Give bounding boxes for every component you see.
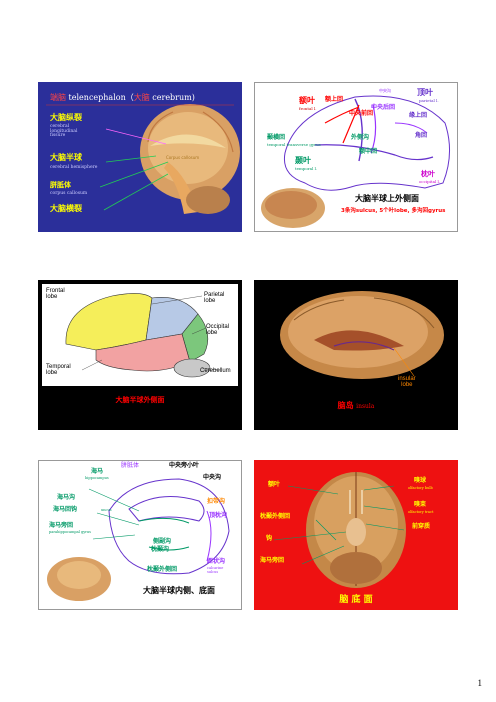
label-central-sulcus: 中央沟 bbox=[379, 88, 391, 93]
label-paracentral-lobule: 中央旁小叶 bbox=[169, 462, 200, 469]
label-lateral-occipitotemporal-gyrus: 枕颞外侧回 bbox=[147, 566, 178, 573]
lobe-map bbox=[65, 293, 221, 378]
label-temporal-lobe: 颞叶 bbox=[295, 156, 311, 165]
label-longitudinal-fissure-en: cerebral longitudinal fissure bbox=[50, 124, 78, 139]
brain-sagittal-illustration bbox=[46, 104, 240, 214]
label-cerebellum: Cerebellum bbox=[200, 368, 231, 374]
label-angular-gyrus: 角回 bbox=[415, 132, 428, 139]
slide3-caption: 大脑半球外侧面 bbox=[115, 396, 165, 404]
label-postcentral-gyrus: 中央后回 bbox=[371, 104, 396, 111]
label-parietal-lobe: 顶叶 bbox=[417, 88, 433, 97]
brain-inline-label: Corpus callosum bbox=[166, 155, 200, 160]
label-transverse-temporal-gyrus-en: temporal transverse gyrus bbox=[267, 142, 321, 147]
label-hippocampus: 海马 bbox=[91, 468, 104, 475]
label-parahippocampal-gyrus: 海马旁回 bbox=[49, 522, 74, 529]
label-parietal-lobe-en: parietal l. bbox=[419, 98, 439, 103]
slide1-title: 端脑 telencephalon（大脑 cerebrum) bbox=[50, 93, 195, 102]
caption-insula-en: insula bbox=[356, 403, 375, 410]
label-parietal-lobe-en: Parietal lobe bbox=[204, 292, 225, 305]
title-en-telencephalon: telencephalon（ bbox=[68, 93, 134, 102]
label-hippocampal-sulcus: 海马沟 bbox=[57, 494, 76, 501]
slide-telencephalon: 端脑 telencephalon（大脑 cerebrum) 大脑纵裂 cereb… bbox=[38, 82, 242, 232]
label-cingulate-sulcus: 扣带沟 bbox=[207, 498, 226, 505]
label-frontal-lobe: 额叶 bbox=[299, 96, 315, 105]
slide6-caption: 脑 底 面 bbox=[339, 595, 373, 605]
label-corpus-callosum: 胼胝体 bbox=[50, 181, 71, 189]
slide-insula: insular lobe 脑岛 insula bbox=[254, 280, 458, 430]
label-corpus-callosum-en: corpus callosum bbox=[50, 191, 88, 196]
label-corpus-callosum: 胼胝体 bbox=[121, 462, 140, 469]
slide-lateral-lobes: Frontal lobe Parietal lobe Occipital lob… bbox=[38, 280, 242, 430]
title-en-cerebrum: cerebrum) bbox=[152, 93, 195, 102]
label-insular-lobe: insular lobe bbox=[398, 376, 416, 389]
label-transverse-fissure: 大脑横裂 bbox=[50, 204, 82, 213]
label-central-sulcus: 中央沟 bbox=[203, 474, 222, 481]
label-olfactory-bulb: 嗅球 bbox=[414, 477, 427, 484]
label-lateral-sulcus: 外侧沟 bbox=[351, 134, 370, 141]
label-occipital-lobe: 枕叶 bbox=[421, 170, 435, 178]
label-occipital-lobe-en: Occipital lobe bbox=[206, 324, 230, 337]
label-frontal-lobe-en: Frontal lobe bbox=[46, 288, 65, 301]
label-temporal-lobe-en: temporal l. bbox=[295, 166, 318, 171]
label-calcarine-sulcus: 距状沟 bbox=[207, 558, 226, 565]
label-frontal-lobe: 额叶 bbox=[268, 481, 281, 488]
label-uncus: 钩 bbox=[266, 535, 273, 542]
label-olfactory-bulb-en: olfactory bulb bbox=[408, 486, 433, 490]
label-transverse-temporal-gyrus: 颞横回 bbox=[267, 134, 286, 141]
slide-medial-surface: 海马 hippocampus 胼胝体 中央旁小叶 中央沟 扣带沟 顶枕沟 海马沟… bbox=[38, 460, 242, 610]
label-supramarginal-gyrus: 缘上回 bbox=[409, 112, 428, 119]
label-cerebral-hemisphere: 大脑半球 bbox=[50, 153, 82, 162]
title-cn-telencephalon: 端脑 bbox=[50, 93, 66, 102]
slide2-subcaption: 3条沟sulcus, 5个叶lobe, 多沟回gyrus bbox=[341, 208, 446, 214]
label-precentral-gyrus: 中央前回 bbox=[349, 110, 374, 117]
label-temporal-lobe-en: Temporal lobe bbox=[46, 364, 71, 377]
label-olfactory-tract: 嗅束 bbox=[414, 501, 427, 508]
slide-base-of-brain: 额叶 嗅球 olfactory bulb 嗅束 olfactory tract … bbox=[254, 460, 458, 610]
label-parahippocampal-gyrus-en: parahippocampal gyrus bbox=[49, 530, 91, 534]
slide4-caption: 脑岛 insula bbox=[254, 401, 458, 410]
label-olfactory-tract-en: olfactory tract bbox=[408, 510, 434, 514]
medial-surface-diagram bbox=[47, 478, 230, 601]
lateral-surface-diagram bbox=[261, 95, 450, 228]
slide2-caption: 大脑半球上外侧面 bbox=[355, 194, 419, 203]
label-parieto-occipital-sulcus: 顶枕沟 bbox=[209, 512, 228, 519]
label-dentate-gyrus: 海马回钩 bbox=[53, 506, 78, 513]
label-occipitotemporal-sulcus: 枕颞沟 bbox=[151, 546, 170, 553]
label-parahippocampal-gyrus: 海马旁回 bbox=[260, 557, 285, 564]
base-of-brain-illustration bbox=[273, 472, 406, 588]
title-cn-cerebrum: 大脑 bbox=[133, 93, 150, 102]
label-lateral-occipitotemporal-gyrus: 枕颞外侧回 bbox=[260, 513, 291, 520]
label-longitudinal-fissure: 大脑纵裂 bbox=[50, 113, 82, 122]
label-occipital-lobe-en: occipital l. bbox=[419, 179, 441, 184]
page-number: 1 bbox=[477, 678, 483, 688]
label-calcarine-sulcus-en: calcarine sulcus bbox=[207, 566, 224, 574]
label-middle-frontal-gyrus: 额中回 bbox=[359, 148, 378, 155]
label-superior-frontal-gyrus: 额上回 bbox=[325, 96, 344, 103]
slide-lateral-surface: 额叶 frontal l. 额上回 中央前回 中央后回 顶叶 parietal … bbox=[254, 82, 458, 232]
caption-insula-cn: 脑岛 bbox=[337, 401, 354, 410]
label-anterior-perforated-substance: 前穿质 bbox=[412, 523, 431, 530]
insula-illustration bbox=[280, 291, 444, 379]
label-cerebral-hemisphere-en: cerebral hemisphere bbox=[50, 165, 98, 170]
label-frontal-lobe-en: frontal l. bbox=[299, 106, 317, 111]
lobe-diagram-panel: Frontal lobe Parietal lobe Occipital lob… bbox=[42, 284, 238, 386]
label-hippocampus-en: hippocampus bbox=[85, 476, 109, 480]
slide5-caption: 大脑半球内侧、底面 bbox=[143, 586, 215, 595]
label-collateral-sulcus: 侧副沟 bbox=[153, 538, 172, 545]
label-uncus-en: uncus bbox=[101, 508, 112, 512]
